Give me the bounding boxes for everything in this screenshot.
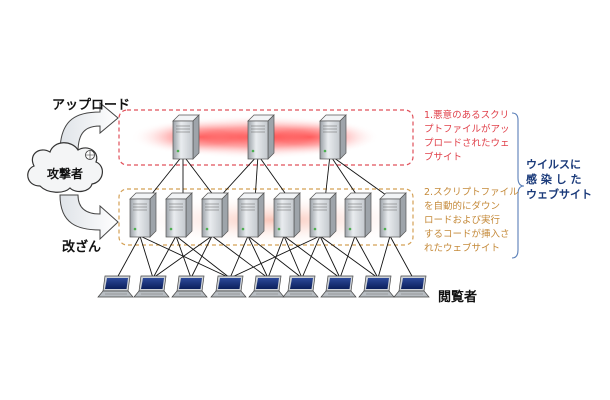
middle-server-icon-5 bbox=[273, 192, 301, 238]
middle-to-laptop-links bbox=[116, 235, 414, 279]
injected-code-box bbox=[118, 188, 414, 246]
attacker-label: 攻撃者 bbox=[47, 167, 84, 181]
middle-box-note: 2.スクリプトファイル を自動的にダウン ロードおよび実行 するコードが挿入さ … bbox=[424, 187, 519, 254]
laptop-icon-2 bbox=[133, 275, 170, 298]
top-to-middle-links bbox=[146, 154, 394, 201]
side-brace bbox=[511, 112, 525, 259]
middle-server-icon-3 bbox=[201, 192, 229, 238]
top-server-icon-1 bbox=[172, 114, 200, 160]
laptop-icon-7 bbox=[320, 275, 357, 298]
middle-server-icon-6 bbox=[309, 192, 337, 238]
laptop-icon-9 bbox=[393, 275, 430, 298]
tamper-arrow bbox=[59, 194, 119, 241]
upload-label: アップロード bbox=[52, 98, 131, 113]
viewers-label: 閲覧者 bbox=[438, 290, 478, 305]
laptop-icon-1 bbox=[97, 275, 134, 298]
laptop-icon-8 bbox=[358, 275, 395, 298]
upload-arrow bbox=[59, 101, 119, 153]
top-server-icon-2 bbox=[247, 114, 275, 160]
attacker-cloud-icon bbox=[27, 142, 103, 193]
infected-upload-box bbox=[118, 109, 414, 166]
laptop-icon-5 bbox=[248, 275, 285, 298]
top-servers bbox=[172, 114, 347, 160]
middle-server-icon-4 bbox=[237, 192, 265, 238]
viewer-laptops bbox=[97, 275, 430, 298]
infected-sites-note: ウイルスに 感 染 し た ウェブサイト bbox=[526, 158, 592, 201]
tamper-label: 改ざん bbox=[62, 240, 102, 255]
top-server-icon-3 bbox=[319, 114, 347, 160]
laptop-icon-4 bbox=[210, 275, 247, 298]
middle-server-icon-8 bbox=[379, 192, 407, 238]
laptop-icon-6 bbox=[282, 275, 319, 298]
middle-server-icon-7 bbox=[344, 192, 372, 238]
laptop-icon-3 bbox=[171, 275, 208, 298]
middle-servers bbox=[129, 192, 407, 238]
middle-server-icon-2 bbox=[165, 192, 193, 238]
top-box-note: 1.悪意のあるスクリ プトファイルがアッ プロードされたウェ ブサイト bbox=[424, 110, 510, 163]
middle-server-icon-1 bbox=[129, 192, 157, 238]
